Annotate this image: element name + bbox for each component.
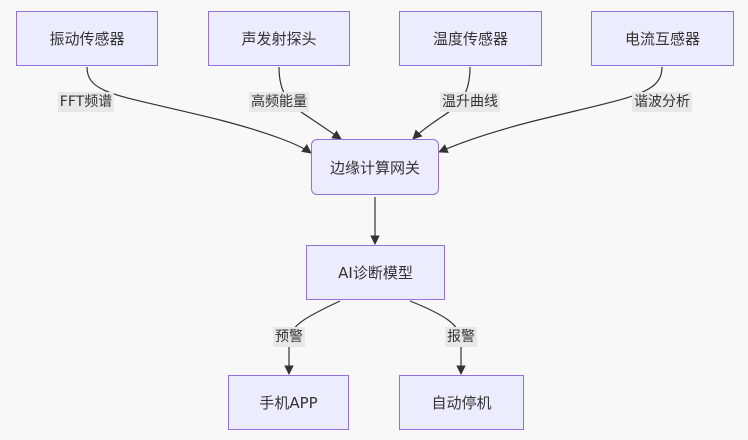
node-edge-gateway[interactable]: 边缘计算网关	[311, 139, 439, 195]
node-vibration-sensor[interactable]: 振动传感器	[16, 11, 158, 66]
edge-current-to-gateway	[438, 66, 663, 153]
edge-label-alarm: 报警	[445, 327, 477, 347]
edge-acoustic-to-gateway	[278, 66, 342, 140]
node-mobile-app[interactable]: 手机APP	[228, 375, 349, 430]
node-ai-diagnosis-model[interactable]: AI诊断模型	[306, 245, 445, 300]
edge-temperature-to-gateway	[412, 66, 471, 140]
edge-label-temperature-rise-curve: 温升曲线	[440, 92, 500, 112]
node-auto-shutdown[interactable]: 自动停机	[399, 375, 524, 430]
edge-label-high-frequency-energy: 高频能量	[249, 92, 309, 112]
edge-label-early-warning: 预警	[273, 327, 305, 347]
edge-label-fft-spectrum: FFT频谱	[57, 92, 115, 112]
node-acoustic-emission-probe[interactable]: 声发射探头	[208, 11, 350, 66]
node-current-transformer[interactable]: 电流互感器	[591, 11, 734, 66]
node-temperature-sensor[interactable]: 温度传感器	[399, 11, 542, 66]
edge-label-harmonic-analysis: 谐波分析	[632, 92, 692, 112]
edge-vibration-to-gateway	[86, 66, 312, 154]
